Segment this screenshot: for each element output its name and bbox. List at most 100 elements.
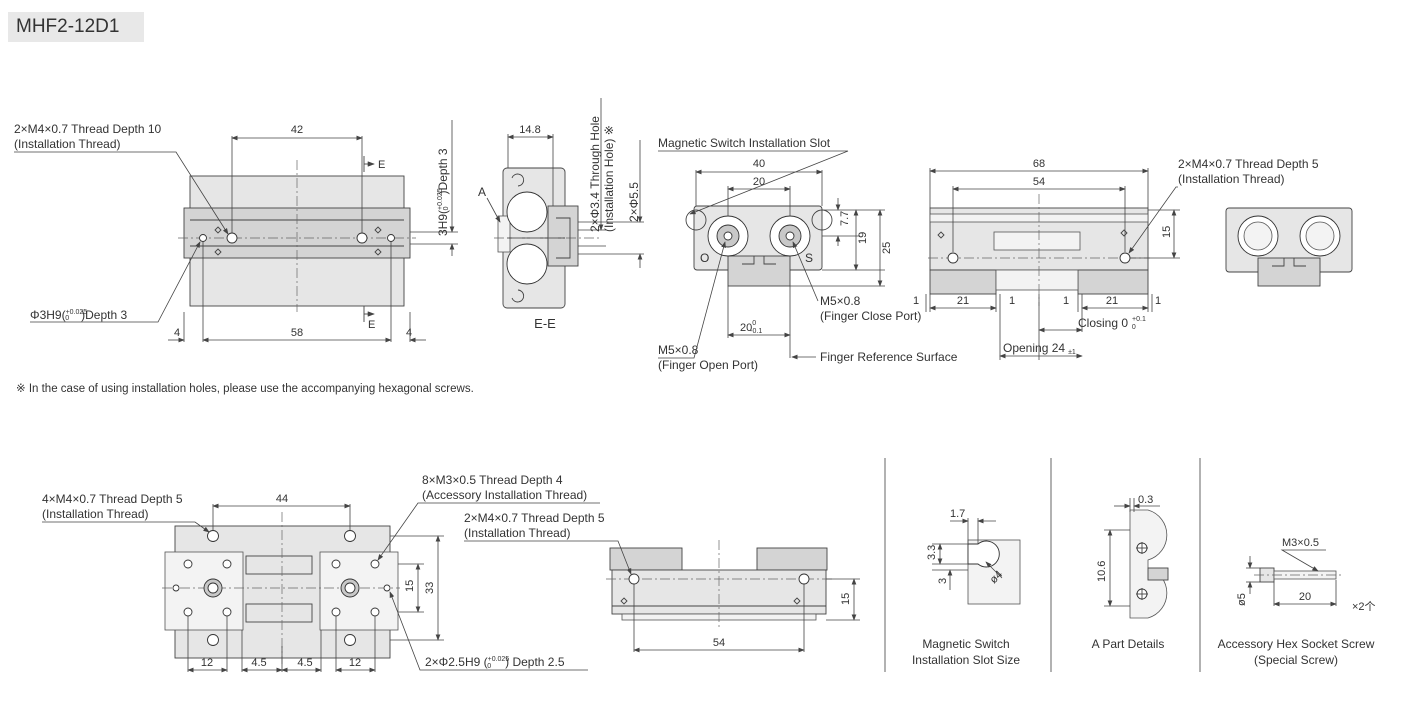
side-thread-hole xyxy=(1119,252,1131,264)
opening-label: Opening 24±1 xyxy=(1003,341,1076,356)
screw-caption: Accessory Hex Socket Screw xyxy=(1218,637,1375,651)
dim-40: 40 xyxy=(753,158,765,170)
mark-o: O xyxy=(700,251,709,265)
close-port-label-sub: (Finger Close Port) xyxy=(820,309,921,323)
acc-thread-label-sub: (Accessory Installation Thread) xyxy=(422,488,587,502)
piston-bore xyxy=(506,191,548,233)
top-view: 42 58 4 4 2×M4×0.7 Thread Depth 10 (Inst… xyxy=(14,120,458,343)
part-a-caption: A Part Details xyxy=(1092,637,1165,651)
slot-caption: Magnetic Switch xyxy=(922,637,1009,651)
installation-note: ※ In the case of using installation hole… xyxy=(16,383,474,395)
through-hole-label: 2×Φ3.4 Through Hole xyxy=(588,116,602,232)
section-finger xyxy=(547,205,579,267)
dim-19: 19 xyxy=(857,232,869,244)
dim-1-b: 1 xyxy=(1009,295,1015,307)
detail-screw: ø5 M3×0.5 20 ×2个 Accessory Hex Socket Sc… xyxy=(1218,537,1376,667)
dim-54-lower: 54 xyxy=(713,637,725,649)
through-hole-label-sub: (Installation Hole) ※ xyxy=(602,125,616,232)
dim-1-7: 1.7 xyxy=(950,508,965,520)
dim-20-tol: 200-0.1 xyxy=(740,320,762,335)
bottom-view: 44 15 33 12 4.5 4.5 12 4×M4×0.7 Thread D… xyxy=(42,473,600,673)
dim-44: 44 xyxy=(276,493,288,505)
section-view-e-e: 14.8 2×Φ3.4 Through Hole (Installation H… xyxy=(478,98,644,331)
dim-3: 3 xyxy=(937,578,949,584)
side-thread-hole xyxy=(947,252,959,264)
dim-33: 33 xyxy=(424,582,436,594)
dim-4-5-b: 4.5 xyxy=(297,657,312,669)
dim-3-3: 3.3 xyxy=(926,545,938,560)
dim-1-d: 1 xyxy=(1155,295,1161,307)
side-thread-label-sub: (Installation Thread) xyxy=(1178,172,1285,186)
side-window xyxy=(993,231,1081,251)
dim-15-lower: 15 xyxy=(840,593,852,605)
side-thread-label: 2×M4×0.7 Thread Depth 5 xyxy=(1178,157,1319,171)
counter-bore-label: 2×Φ5.5 xyxy=(627,182,641,222)
dim-42: 42 xyxy=(291,124,303,136)
close-port-label: M5×0.8 xyxy=(820,294,861,308)
mark-s: S xyxy=(805,251,813,265)
dim-7-7: 7.7 xyxy=(839,211,851,226)
front-view: O S 40 20 7.7 19 25 200-0.1 Magnetic Swi… xyxy=(658,136,958,372)
slot-caption-sub: Installation Slot Size xyxy=(912,653,1020,667)
top-thread-label: 2×M4×0.7 Thread Depth 10 xyxy=(14,122,162,136)
open-port-label: M5×0.8 xyxy=(658,343,699,357)
dim-20-screw: 20 xyxy=(1299,591,1311,603)
dim-25: 25 xyxy=(881,242,893,254)
dim-1-c: 1 xyxy=(1063,295,1069,307)
dim-15-side: 15 xyxy=(1161,226,1173,238)
dim-12-a: 12 xyxy=(201,657,213,669)
side-finger-left xyxy=(929,269,997,295)
dim-0-3: 0.3 xyxy=(1138,494,1153,506)
section-mark-top: E xyxy=(378,159,385,171)
piston-bore xyxy=(506,243,548,285)
dim-21-b: 21 xyxy=(1106,295,1118,307)
detail-part-a: 0.3 10.6 A Part Details xyxy=(1092,494,1169,651)
dim-54: 54 xyxy=(1033,176,1045,188)
dim-4-right: 4 xyxy=(406,327,412,339)
dim-58: 58 xyxy=(291,327,303,339)
dim-68: 68 xyxy=(1033,158,1045,170)
dim-phi5: ø5 xyxy=(1236,593,1248,606)
side-finger-right xyxy=(1077,269,1149,295)
lower-side-view: 54 15 2×M4×0.7 Thread Depth 5 (Installat… xyxy=(464,511,860,653)
lower-thread-label-sub: (Installation Thread) xyxy=(464,526,571,540)
pin-bore-hole xyxy=(387,234,395,242)
vert-bore-label: 3H9(+0.0250)Depth 3 xyxy=(436,148,450,236)
section-caption: E-E xyxy=(534,316,556,331)
end-view xyxy=(1225,207,1353,287)
top-thread-label-sub: (Installation Thread) xyxy=(14,137,121,151)
dim-12-b: 12 xyxy=(349,657,361,669)
screw-caption-sub: (Special Screw) xyxy=(1254,653,1338,667)
dim-10-6: 10.6 xyxy=(1096,561,1108,582)
part-a-label: A xyxy=(478,185,486,199)
page-title: MHF2-12D1 xyxy=(8,12,144,42)
slot-label: Magnetic Switch Installation Slot xyxy=(658,136,831,150)
dim-4-left: 4 xyxy=(174,327,180,339)
dim-4-5-a: 4.5 xyxy=(251,657,266,669)
dim-15-bottom: 15 xyxy=(404,580,416,592)
open-port-label-sub: (Finger Open Port) xyxy=(658,358,758,372)
detail-switch-slot: 1.7 3.3 3 ø4 Magnetic Switch Installatio… xyxy=(912,508,1021,667)
slot-profile xyxy=(967,540,1000,568)
dim-14-8: 14.8 xyxy=(519,124,540,136)
bottom-thread-label: 4×M4×0.7 Thread Depth 5 xyxy=(42,492,183,506)
dim-1-a: 1 xyxy=(913,295,919,307)
front-finger xyxy=(727,255,791,287)
mount-thread-hole xyxy=(226,232,238,244)
screw-thread-label: M3×0.5 xyxy=(1282,537,1319,549)
dim-21-a: 21 xyxy=(957,295,969,307)
section-mark-bottom: E xyxy=(368,319,375,331)
mount-thread-hole xyxy=(356,232,368,244)
bottom-thread-label-sub: (Installation Thread) xyxy=(42,507,149,521)
pin-bore-hole xyxy=(199,234,207,242)
section-part-a xyxy=(497,215,511,253)
ref-surface-label: Finger Reference Surface xyxy=(820,350,958,364)
screw-qty: ×2个 xyxy=(1352,600,1376,613)
lower-thread-label: 2×M4×0.7 Thread Depth 5 xyxy=(464,511,605,525)
acc-thread-label: 8×M3×0.5 Thread Depth 4 xyxy=(422,473,563,487)
